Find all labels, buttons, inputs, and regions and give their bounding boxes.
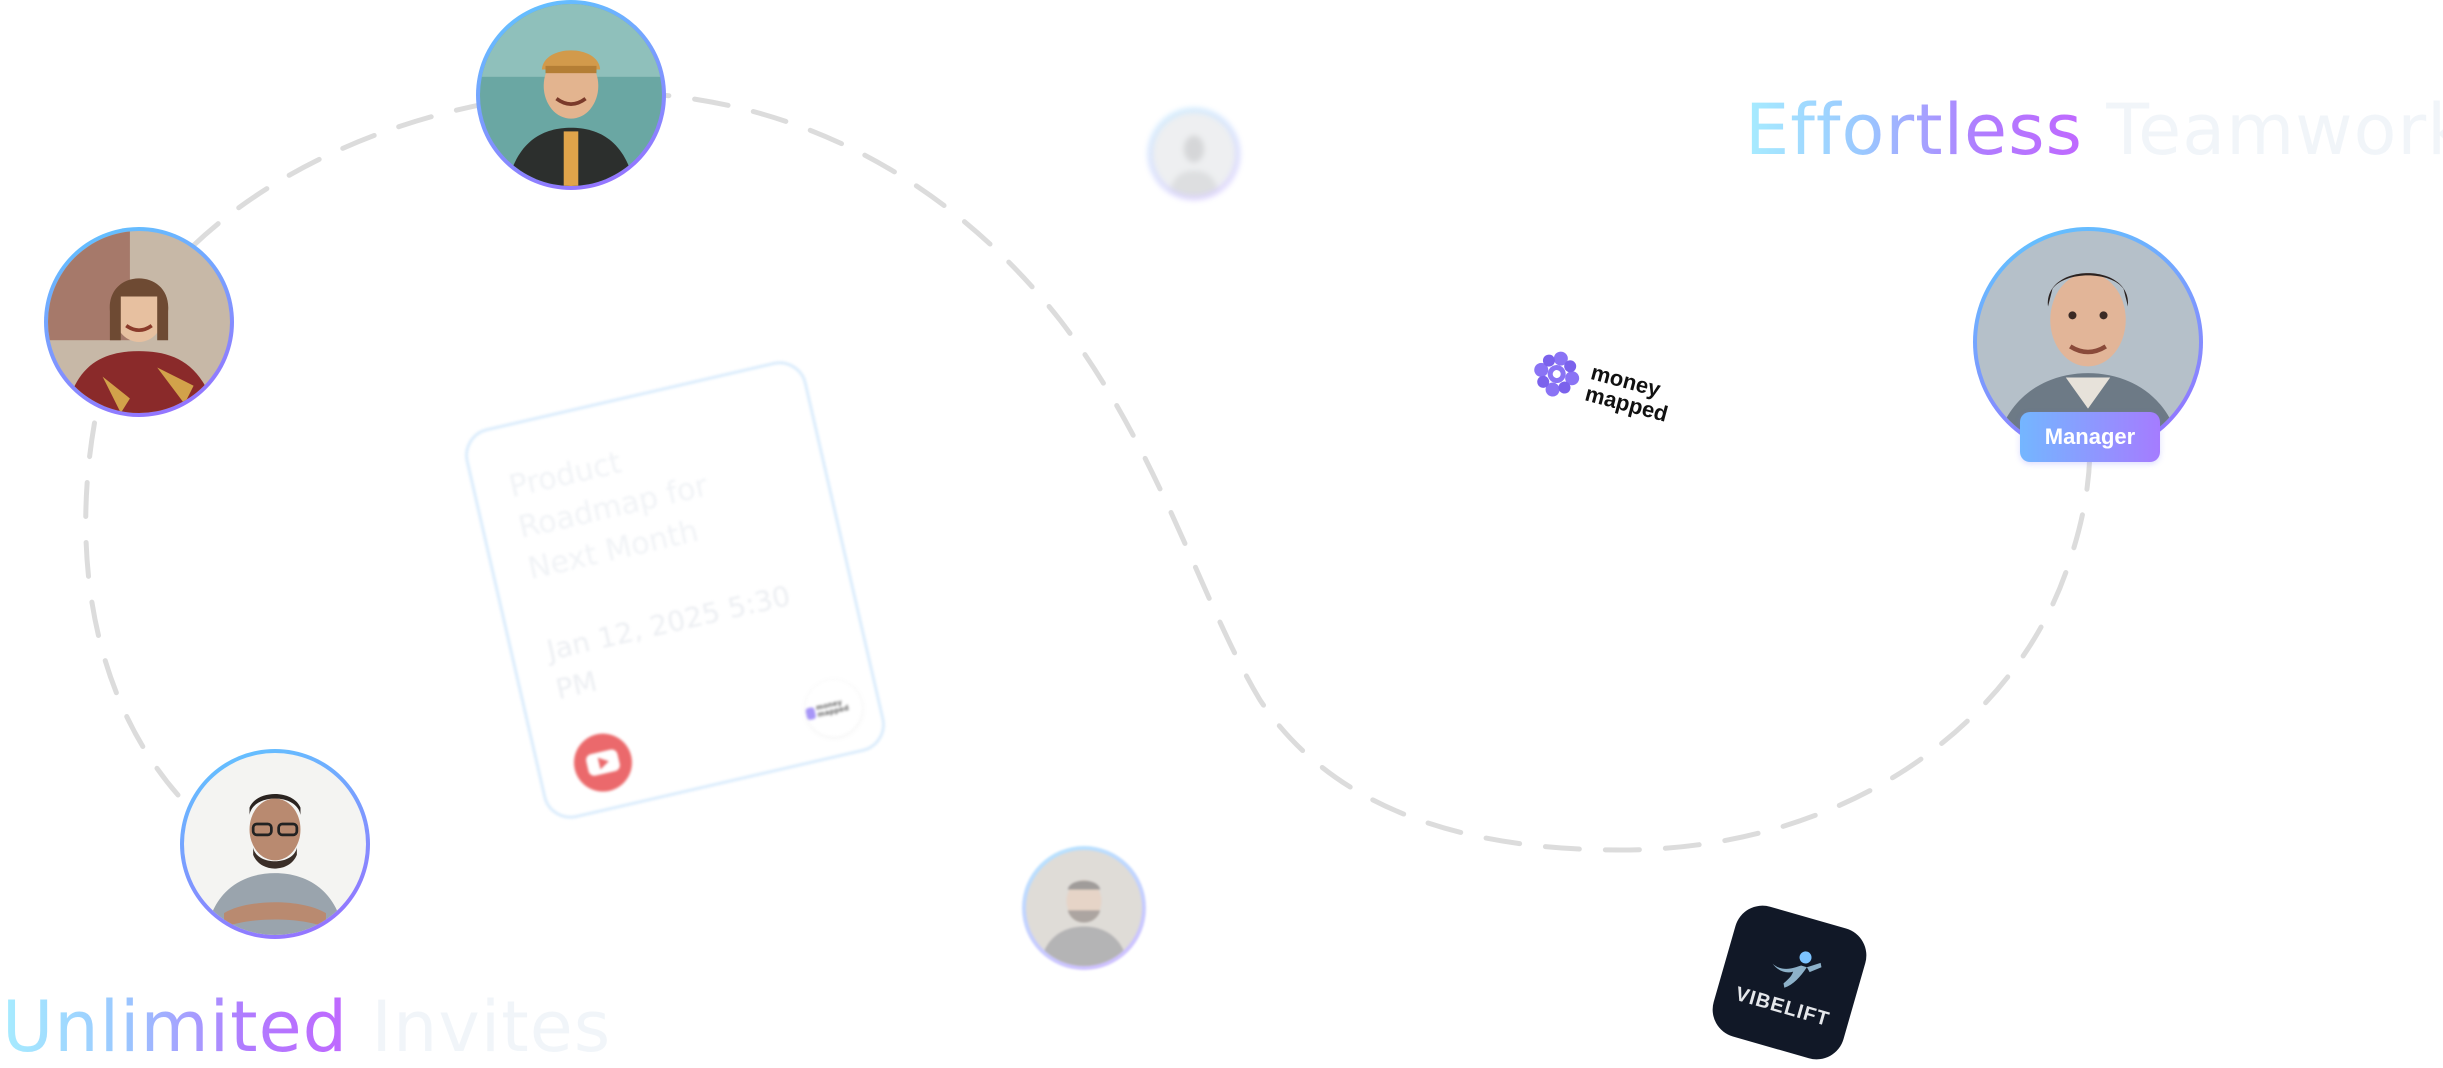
avatar-teammate-woman[interactable] [44,227,234,417]
portrait-photo [1026,850,1142,966]
portrait-photo [48,231,230,413]
youtube-play-icon[interactable] [568,727,638,798]
mini-logo-text: money mapped [815,698,850,719]
headline-effortless-teamwork: Effortless Teamwork [1745,95,2443,165]
event-title: Product Roadmap for Next Month [505,445,711,587]
event-date: Jan 12, 2025 5:30 PM [543,578,794,706]
vibelift-figure-icon [1772,951,1821,988]
vibelift-logo: VIBELIFT [1706,899,1873,1066]
portrait-photo [480,4,662,186]
headline-faded: Teamwork [2106,89,2443,171]
avatar-teammate-blurred[interactable] [1148,108,1240,200]
portrait-photo [184,753,366,935]
portrait-photo [1152,112,1236,196]
headline-faded: Invites [371,986,612,1068]
avatar-teammate-small[interactable] [1022,846,1146,970]
money-mapped-mark-icon [1526,343,1587,404]
headline-unlimited-invites: Unlimited Invites [2,992,611,1062]
avatar-teammate-glasses[interactable] [180,749,370,939]
avatar-teammate-beanie[interactable] [476,0,666,190]
money-mapped-wordmark: money mapped [1583,359,1676,426]
money-mapped-mini-logo: money mapped [800,674,868,742]
headline-highlight: Unlimited [2,986,349,1068]
manager-badge: Manager [2020,412,2160,462]
money-mapped-logo: money mapped [1524,337,1685,438]
headline-highlight: Effortless [1745,89,2084,171]
money-mapped-mark-icon [805,706,817,721]
